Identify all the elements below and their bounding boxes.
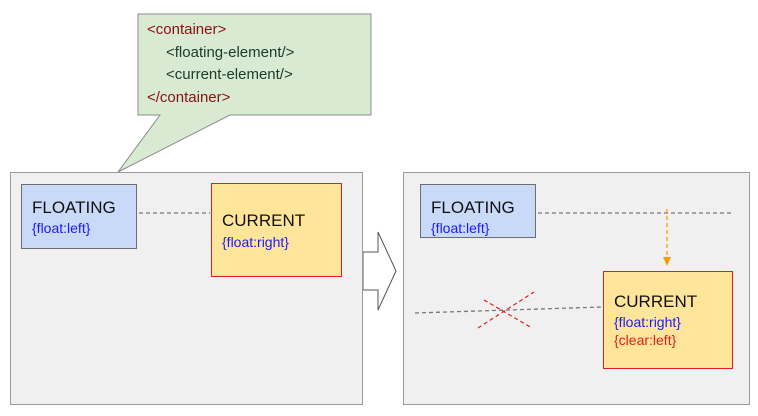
right-current-element: CURRENT {float:right} {clear:left} (603, 271, 733, 369)
code-current-element: <current-element/> (166, 66, 293, 83)
left-current-element: CURRENT {float:right} (211, 183, 342, 277)
callout-bubble (117, 13, 372, 173)
right-floating-title: FLOATING (431, 198, 515, 217)
transition-arrow (362, 231, 397, 311)
left-current-title: CURRENT (222, 211, 306, 230)
code-container-close: </container> (147, 89, 231, 106)
left-floating-rule: {float:left} (32, 220, 91, 236)
right-floating-element: FLOATING {float:left} (420, 184, 536, 238)
left-floating-element: FLOATING {float:left} (21, 184, 137, 249)
left-current-rule: {float:right} (222, 234, 289, 250)
code-floating-element: <floating-element/> (166, 44, 295, 61)
right-current-rule-clear: {clear:left} (614, 332, 677, 348)
code-container-open: <container> (147, 21, 227, 38)
right-floating-rule: {float:left} (431, 220, 490, 236)
right-current-rule-float: {float:right} (614, 314, 681, 330)
right-current-title: CURRENT (614, 292, 698, 311)
left-floating-title: FLOATING (32, 198, 116, 217)
